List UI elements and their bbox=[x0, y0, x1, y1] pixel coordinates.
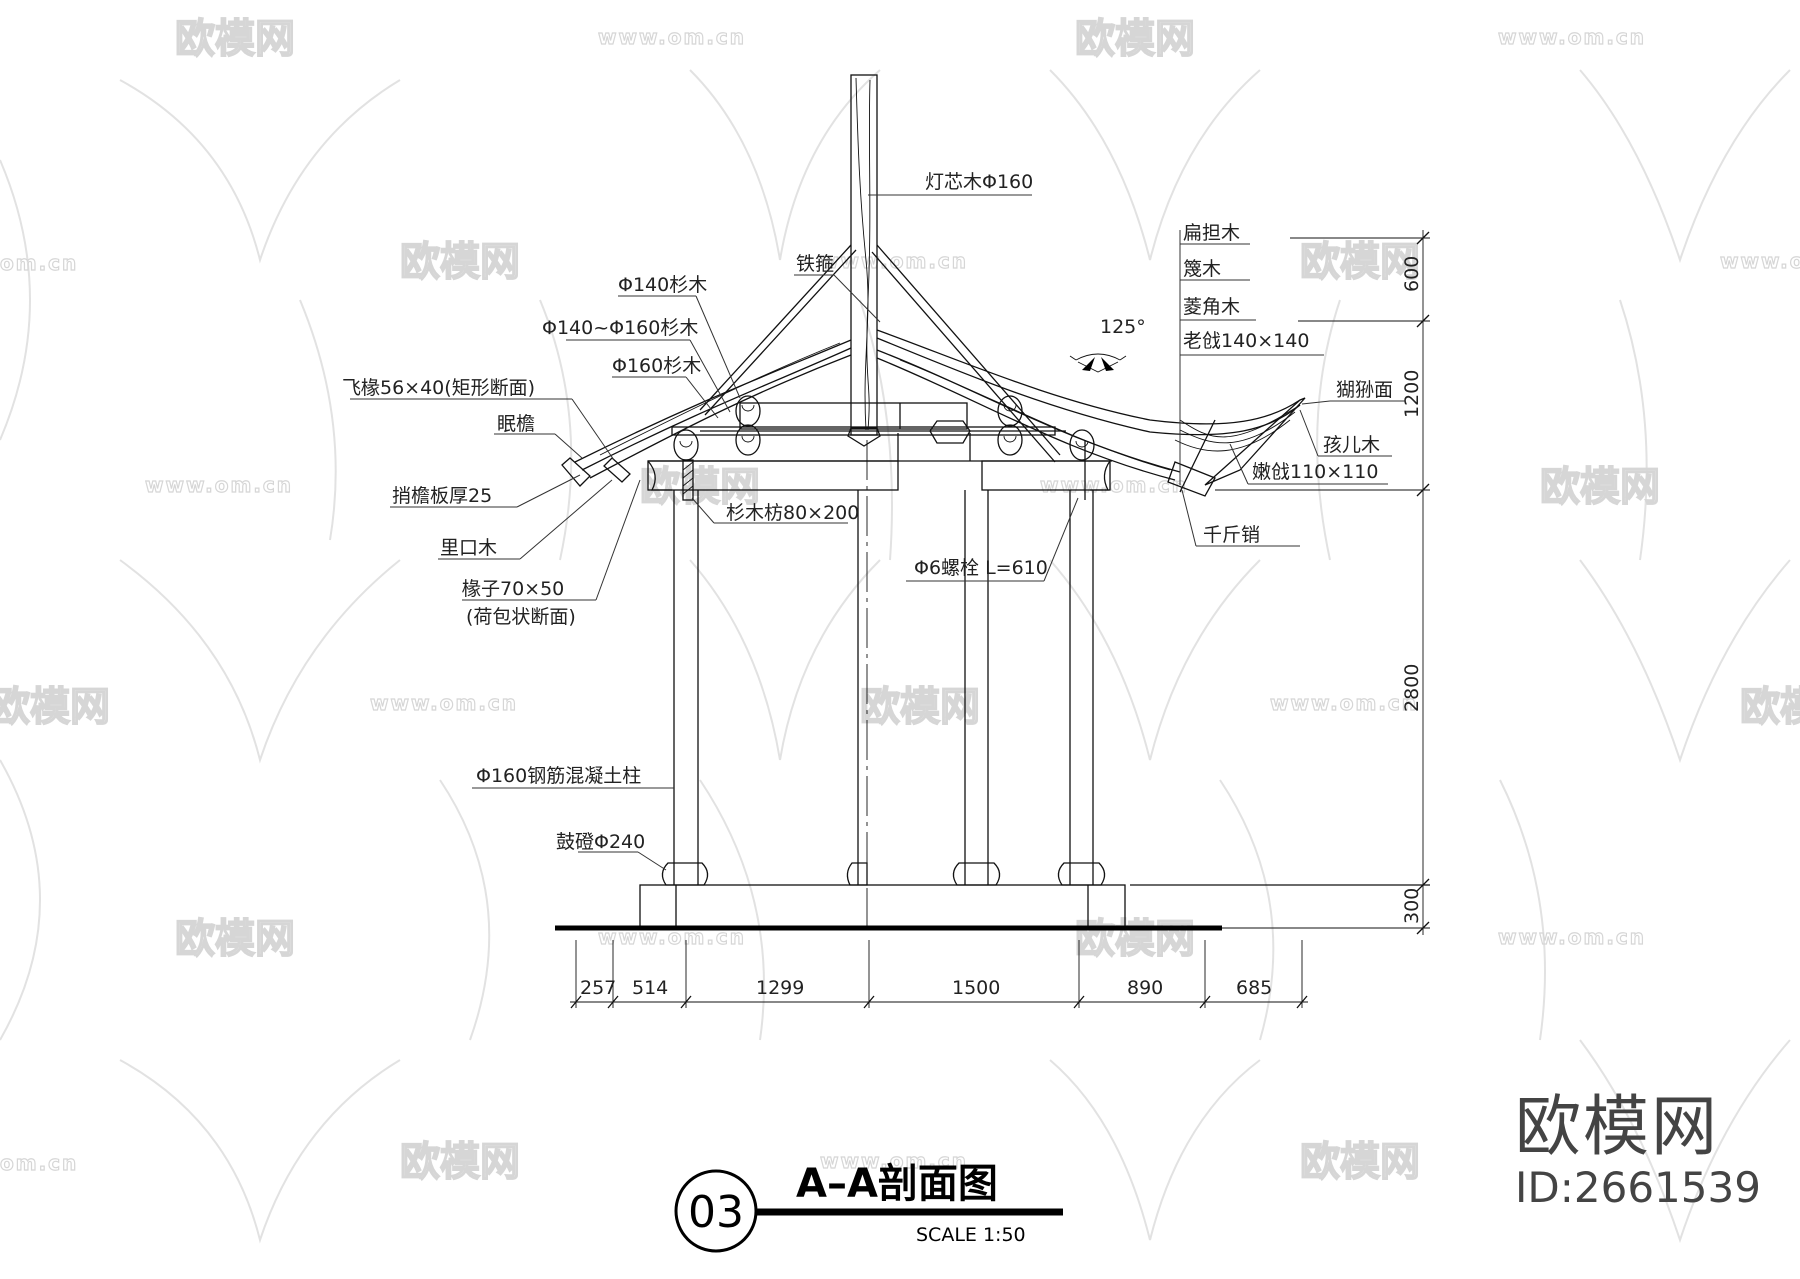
watermark-text: 欧模网 www.om.cn 欧模网 www.om.cn om.cn 欧模网 ww… bbox=[0, 15, 1800, 1186]
svg-text:铁箍: 铁箍 bbox=[796, 253, 834, 275]
brand-badge: 欧模网 ID:2661539 bbox=[1515, 1090, 1761, 1212]
svg-text:257: 257 bbox=[580, 977, 616, 999]
svg-text:篾木: 篾木 bbox=[1183, 258, 1221, 280]
svg-text:1299: 1299 bbox=[756, 977, 804, 999]
svg-text:飞椽56×40(矩形断面): 飞椽56×40(矩形断面) bbox=[342, 377, 535, 399]
angle-marker: 125° bbox=[1069, 316, 1146, 373]
drum-bases bbox=[661, 862, 1106, 886]
svg-text:菱角木: 菱角木 bbox=[1183, 296, 1240, 318]
plinth bbox=[555, 884, 1430, 931]
drawing-title: A–A剖面图 bbox=[796, 1161, 998, 1207]
svg-text:www.om.cn: www.om.cn bbox=[1270, 691, 1418, 715]
svg-text:2800: 2800 bbox=[1401, 664, 1423, 712]
roof-left bbox=[561, 244, 857, 487]
svg-text:欧模网: 欧模网 bbox=[1075, 916, 1195, 962]
svg-text:欧模网: 欧模网 bbox=[175, 916, 295, 962]
svg-text:扁担木: 扁担木 bbox=[1183, 222, 1240, 244]
svg-text:欧模网: 欧模网 bbox=[400, 1139, 520, 1185]
brand-id: ID:2661539 bbox=[1515, 1163, 1761, 1212]
svg-text:Φ140~Φ160杉木: Φ140~Φ160杉木 bbox=[542, 317, 698, 339]
svg-text:里口木: 里口木 bbox=[440, 537, 497, 559]
svg-text:欧模网: 欧模网 bbox=[1300, 1139, 1420, 1185]
svg-text:www.om.cn: www.om.cn bbox=[820, 249, 968, 273]
labels-left: Φ140杉木 Φ140~Φ160杉木 Φ160杉木 飞椽56×40(矩形断面) … bbox=[342, 274, 741, 871]
svg-text:欧模网: 欧模网 bbox=[400, 239, 520, 285]
svg-text:www.om.cn: www.om.cn bbox=[1498, 25, 1646, 49]
beam-assembly bbox=[647, 395, 1112, 501]
svg-text:om.cn: om.cn bbox=[0, 1151, 78, 1175]
svg-text:眠檐: 眠檐 bbox=[497, 413, 535, 435]
drawing-scale: SCALE 1:50 bbox=[916, 1224, 1026, 1246]
roof-right bbox=[871, 244, 1306, 497]
svg-text:www.om.cn: www.om.cn bbox=[1498, 925, 1646, 949]
svg-text:欧模网: 欧模网 bbox=[1740, 684, 1800, 730]
labels-right: 扁担木 篾木 菱角木 老戗140×140 猢狲面 孩儿木 嫩戗110×110 千… bbox=[1179, 222, 1405, 547]
svg-text:125°: 125° bbox=[1100, 316, 1146, 338]
horizontal-dimensions: 257 514 1299 1500 890 685 bbox=[570, 940, 1308, 1009]
svg-text:600: 600 bbox=[1401, 256, 1423, 292]
svg-text:欧模网: 欧模网 bbox=[0, 684, 110, 730]
svg-text:嫩戗110×110: 嫩戗110×110 bbox=[1252, 461, 1378, 483]
svg-text:鼓磴Φ240: 鼓磴Φ240 bbox=[556, 831, 645, 853]
svg-text:300: 300 bbox=[1401, 888, 1423, 924]
svg-text:猢狲面: 猢狲面 bbox=[1336, 379, 1393, 401]
svg-text:千斤销: 千斤销 bbox=[1203, 524, 1260, 546]
svg-text:www.om.cn: www.om.cn bbox=[1040, 473, 1188, 497]
svg-text:(荷包状断面): (荷包状断面) bbox=[466, 606, 576, 628]
vertical-dimensions: 600 1200 2800 300 bbox=[1215, 230, 1430, 935]
svg-text:www.om.cn: www.om.cn bbox=[598, 25, 746, 49]
svg-text:欧模网: 欧模网 bbox=[1075, 16, 1195, 62]
svg-text:www.om.cn: www.om.cn bbox=[1720, 249, 1800, 273]
svg-text:www.om.cn: www.om.cn bbox=[370, 691, 518, 715]
svg-text:欧模网: 欧模网 bbox=[860, 684, 980, 730]
watermark-arcs bbox=[0, 69, 1791, 1244]
svg-text:685: 685 bbox=[1236, 977, 1272, 999]
drawing-number: 03 bbox=[688, 1187, 744, 1238]
svg-text:Φ140杉木: Φ140杉木 bbox=[618, 274, 707, 296]
svg-text:欧模网: 欧模网 bbox=[1540, 464, 1660, 510]
svg-text:Φ6螺栓 L=610: Φ6螺栓 L=610 bbox=[914, 557, 1048, 579]
svg-text:捎檐板厚25: 捎檐板厚25 bbox=[392, 485, 492, 507]
svg-text:1500: 1500 bbox=[952, 977, 1000, 999]
svg-text:老戗140×140: 老戗140×140 bbox=[1183, 330, 1309, 352]
svg-text:欧模网: 欧模网 bbox=[175, 16, 295, 62]
svg-text:1200: 1200 bbox=[1401, 370, 1423, 418]
brand-name: 欧模网 bbox=[1515, 1088, 1719, 1165]
svg-text:孩儿木: 孩儿木 bbox=[1323, 434, 1380, 456]
svg-text:om.cn: om.cn bbox=[0, 251, 78, 275]
svg-text:www.om.cn: www.om.cn bbox=[820, 1149, 968, 1173]
columns bbox=[673, 440, 1094, 930]
title-block: 03 A–A剖面图 SCALE 1:50 bbox=[674, 1161, 1063, 1253]
svg-text:杉木枋80×200: 杉木枋80×200 bbox=[726, 502, 859, 524]
svg-text:Φ160杉木: Φ160杉木 bbox=[612, 355, 701, 377]
svg-text:欧模网: 欧模网 bbox=[1300, 239, 1420, 285]
labels-center: 灯芯木Φ160 铁箍 杉木枋80×200 Φ6螺栓 L=610 bbox=[691, 171, 1079, 582]
svg-text:欧模网: 欧模网 bbox=[640, 464, 760, 510]
svg-text:Φ160钢筋混凝土柱: Φ160钢筋混凝土柱 bbox=[476, 765, 641, 787]
svg-text:灯芯木Φ160: 灯芯木Φ160 bbox=[925, 171, 1033, 193]
svg-text:www.om.cn: www.om.cn bbox=[145, 473, 293, 497]
svg-text:椽子70×50: 椽子70×50 bbox=[462, 578, 564, 600]
svg-text:890: 890 bbox=[1127, 977, 1163, 999]
svg-text:514: 514 bbox=[632, 977, 668, 999]
